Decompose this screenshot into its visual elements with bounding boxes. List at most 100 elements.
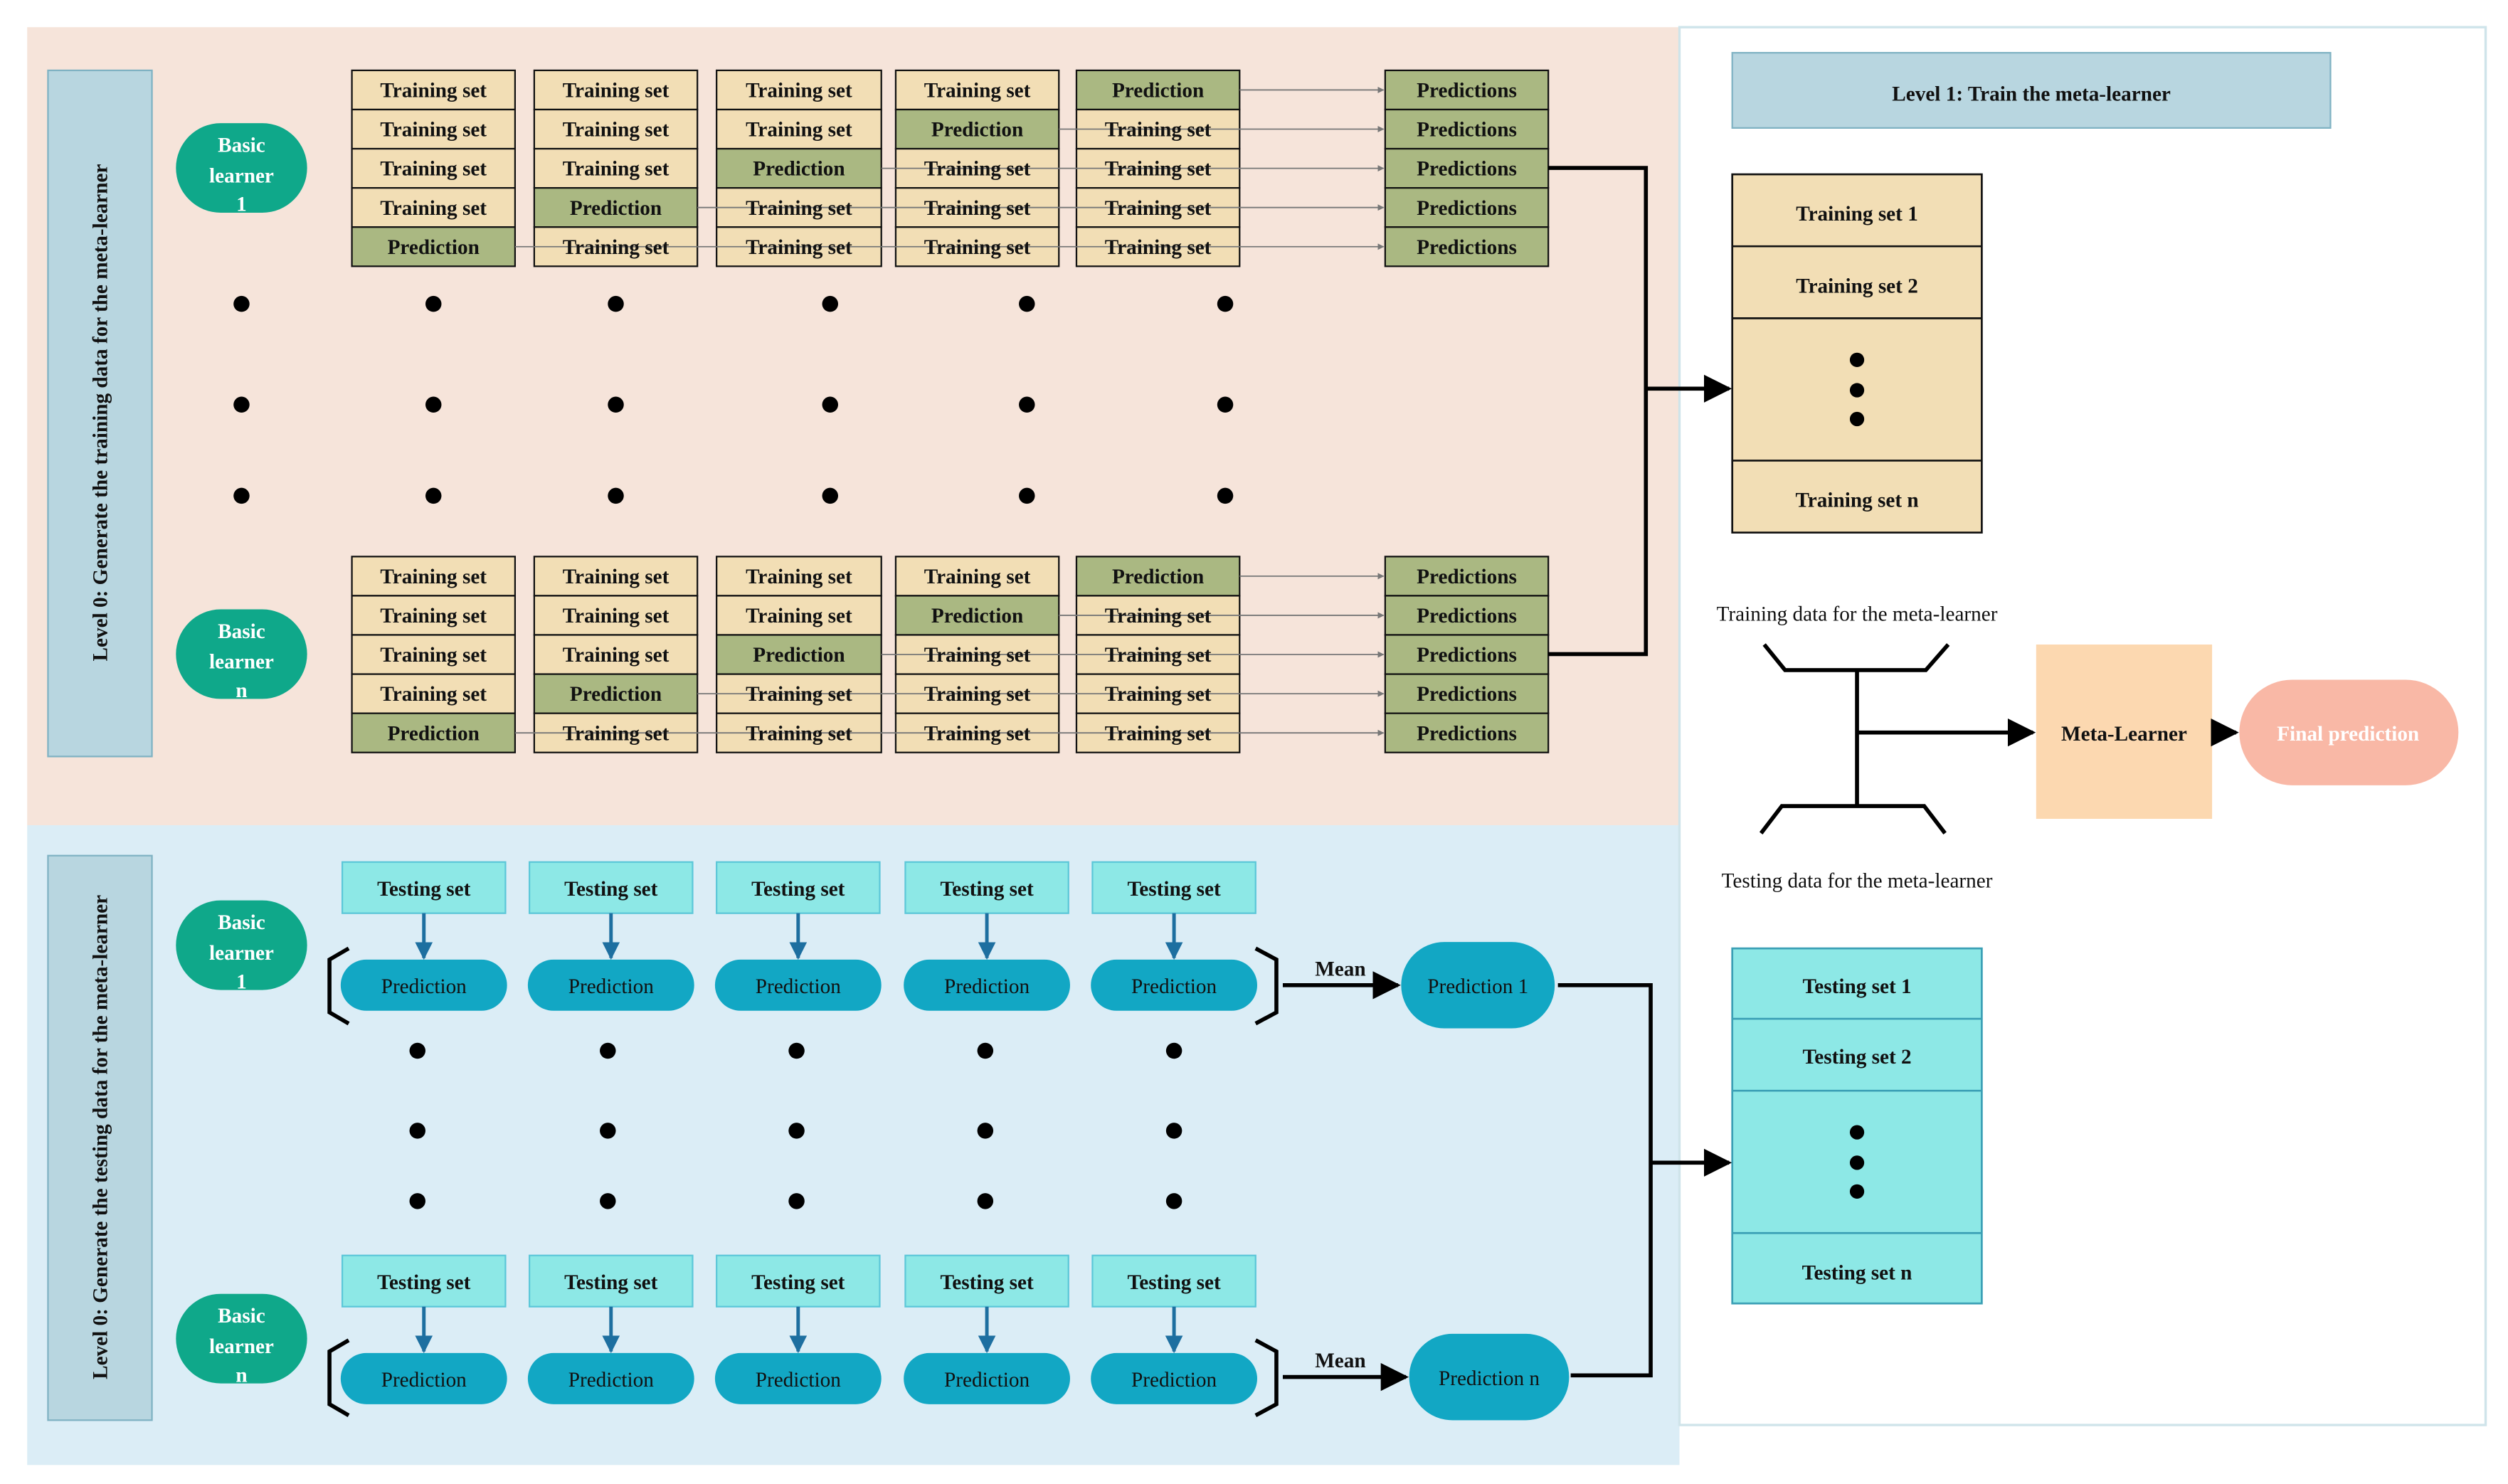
test-prediction-label: Prediction <box>1131 1369 1217 1392</box>
fold-training-label: Training set <box>924 722 1031 745</box>
fold-training-label: Training set <box>924 197 1031 220</box>
fold-prediction-label: Prediction <box>570 683 662 706</box>
ellipsis-dot <box>425 396 442 413</box>
learner-n-train-label-c: n <box>236 679 247 702</box>
predictions-cell <box>1384 147 1550 189</box>
predictions-label: Predictions <box>1417 722 1517 745</box>
ellipsis-dot <box>822 295 839 312</box>
meta-training-set-1: Training set 1 <box>1796 203 1918 226</box>
ellipsis-dot <box>822 396 839 413</box>
fold-training-label: Training set <box>1105 644 1212 667</box>
fold-training-label: Training set <box>1105 158 1212 181</box>
testing-set-label: Testing set <box>564 878 657 901</box>
testing-set-label: Testing set <box>1127 878 1220 901</box>
right-bracket <box>1254 946 1279 1026</box>
testing-set-label: Testing set <box>564 1271 657 1294</box>
ellipsis-dot <box>1165 1042 1182 1059</box>
fold-training-label: Training set <box>380 644 487 667</box>
level0-train-label: Level 0: Generate the training data for … <box>90 164 112 662</box>
test-prediction-pill <box>527 959 694 1011</box>
level0-train-label-box <box>47 69 153 758</box>
testing-set-label: Testing set <box>377 1271 470 1294</box>
fold-training-label: Training set <box>746 236 852 259</box>
predictions-label: Predictions <box>1417 566 1517 588</box>
final-prediction-pill <box>2239 679 2459 785</box>
predictions-label: Predictions <box>1417 644 1517 667</box>
fold-training-label: Training set <box>563 566 670 588</box>
fold-training-label: Training set <box>924 236 1031 259</box>
left-bracket <box>327 1338 350 1417</box>
ellipsis-dot <box>1217 396 1234 413</box>
predictions-cell <box>1384 712 1550 753</box>
fold-training-cell <box>894 69 1060 111</box>
fold-training-label: Training set <box>380 197 487 220</box>
ellipsis-dot <box>409 1193 425 1209</box>
test-merge-connector <box>1557 983 1653 1378</box>
predictions-label: Predictions <box>1417 683 1517 706</box>
test-prediction-label: Prediction <box>568 1369 654 1392</box>
fold-training-label: Training set <box>746 722 852 745</box>
predictions-label: Predictions <box>1417 80 1517 102</box>
ellipsis-dot <box>409 1123 425 1139</box>
fold-training-label: Training set <box>1105 236 1212 259</box>
level0-test-label: Level 0: Generate the testing data for t… <box>90 895 112 1379</box>
testing-set-label: Testing set <box>751 1271 845 1294</box>
testing-set-label: Testing set <box>940 1271 1033 1294</box>
learner-n-test-label-c: n <box>236 1364 247 1387</box>
ellipsis-dot <box>1019 295 1035 312</box>
fold-training-label: Training set <box>563 236 670 259</box>
predictions-label: Predictions <box>1417 158 1517 181</box>
ellipsis-dot <box>977 1042 994 1059</box>
basic-learner-n-train <box>176 609 307 699</box>
test-prediction-label: Prediction <box>381 1369 467 1392</box>
fold-training-label: Training set <box>924 566 1031 588</box>
fold-prediction-label: Prediction <box>931 119 1023 142</box>
final-prediction-label: Final prediction <box>2277 723 2419 746</box>
learner-n-train-label-b: learner <box>209 651 274 674</box>
ellipsis-dot <box>977 1193 994 1209</box>
test-prediction-pill <box>1091 1352 1258 1404</box>
testing-set-box <box>904 861 1069 914</box>
meta-training-set-2: Training set 2 <box>1796 275 1918 297</box>
ellipsis-dot <box>1019 396 1035 413</box>
fold-training-label: Training set <box>380 605 487 627</box>
fold-prediction-label: Prediction <box>388 722 480 745</box>
testing-set-box <box>528 861 694 914</box>
meta-testing-stack: Testing set 1 Testing set 2 Testing set … <box>1731 947 1983 1305</box>
right-bracket <box>1254 1338 1279 1418</box>
fold-training-cell <box>716 69 882 111</box>
level1-header-box <box>1731 52 2332 129</box>
fold-prediction-label: Prediction <box>1112 566 1204 588</box>
prediction-n-pill-label: Prediction n <box>1439 1367 1540 1390</box>
fold-training-cell <box>533 556 699 597</box>
fold-training-cell <box>351 634 517 675</box>
fold-training-label: Training set <box>924 644 1031 667</box>
fold-training-cell <box>351 673 517 714</box>
ellipsis-dot <box>233 295 250 312</box>
fold-prediction-cell <box>351 712 517 753</box>
ellipsis-dot <box>600 1042 616 1059</box>
fold-prediction-label: Prediction <box>570 197 662 220</box>
fold-training-label: Training set <box>746 197 852 220</box>
test-prediction-label: Prediction <box>1131 975 1217 998</box>
fold-prediction-cell <box>533 187 699 228</box>
fold-training-label: Training set <box>563 80 670 102</box>
predictions-cell <box>1384 108 1550 150</box>
ellipsis-dot <box>600 1193 616 1209</box>
ellipsis-dot <box>608 396 624 413</box>
fold-training-label: Training set <box>1105 197 1212 220</box>
meta-training-data-label: Training data for the meta-learner <box>1717 603 1998 625</box>
fold-prediction-label: Prediction <box>931 605 1023 627</box>
test-prediction-label: Prediction <box>381 975 467 998</box>
test-prediction-pill <box>714 1352 882 1404</box>
learner-1-train-label-c: 1 <box>236 194 247 216</box>
test-prediction-pill <box>904 1352 1070 1404</box>
testing-set-box <box>341 1254 507 1308</box>
fold-training-label: Training set <box>746 566 852 588</box>
data-merge-symbol <box>1759 643 1950 834</box>
meta-testing-set-2: Testing set 2 <box>1802 1046 1911 1069</box>
learner-n-test-label-b: learner <box>209 1335 274 1358</box>
fold-training-label: Training set <box>563 158 670 181</box>
level0-test-label-box <box>47 854 153 1421</box>
fold-training-label: Training set <box>380 566 487 588</box>
